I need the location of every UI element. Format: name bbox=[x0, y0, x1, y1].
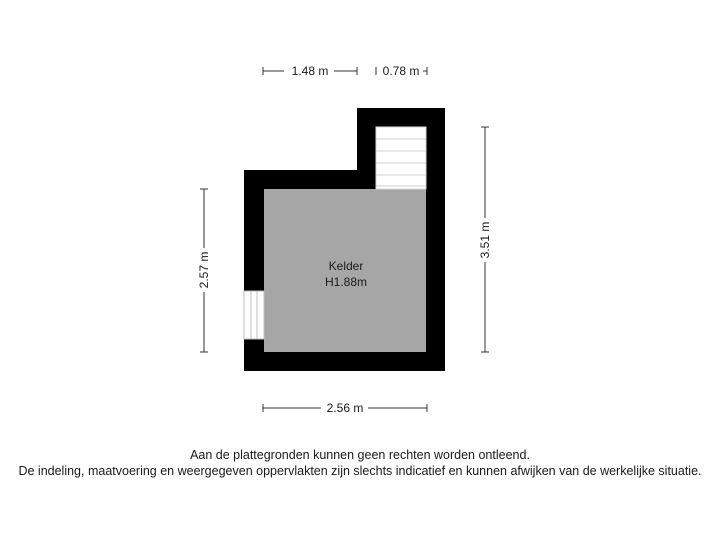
dimension-right-label: 3.51 m bbox=[478, 222, 492, 259]
room-kelder bbox=[264, 189, 426, 352]
dimension-left-label: 2.57 m bbox=[197, 252, 211, 289]
dimension-bottom-label: 2.56 m bbox=[327, 401, 364, 415]
dimension-left: 2.57 m bbox=[197, 188, 211, 353]
disclaimer-line-1: Aan de plattegronden kunnen geen rechten… bbox=[190, 448, 530, 462]
dimension-top-right-label: 0.78 m bbox=[383, 64, 420, 78]
dimension-top-left: 1.48 m bbox=[262, 64, 358, 78]
dimension-bottom: 2.56 m bbox=[262, 401, 428, 415]
disclaimer-line-2: De indeling, maatvoering en weergegeven … bbox=[18, 464, 702, 478]
window bbox=[243, 290, 265, 340]
dimension-top-left-label: 1.48 m bbox=[292, 64, 329, 78]
dimension-right: 3.51 m bbox=[478, 126, 492, 353]
room-height: H1.88m bbox=[325, 275, 367, 289]
staircase bbox=[375, 126, 427, 190]
dimension-top-right: 0.78 m bbox=[375, 64, 428, 78]
room-name: Kelder bbox=[329, 259, 364, 273]
